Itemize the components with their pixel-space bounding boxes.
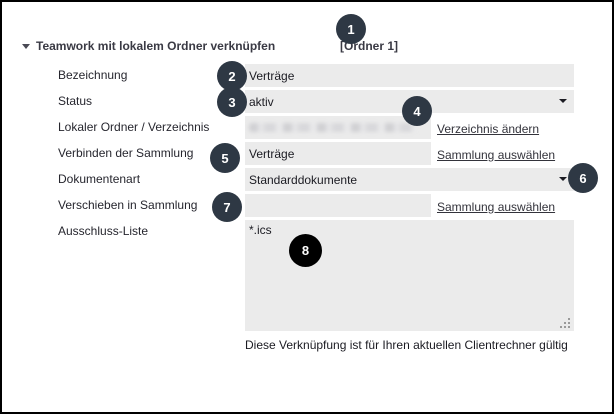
verzeichnis-aendern-link[interactable]: Verzeichnis ändern [437, 122, 540, 136]
hint-text: Diese Verknüpfung ist für Ihren aktuelle… [245, 338, 568, 352]
field-label-lokaler-ordner: Lokaler Ordner / Verzeichnis [58, 120, 210, 134]
collapse-triangle-icon[interactable] [22, 44, 30, 49]
annotation-badge-6: 6 [568, 163, 598, 193]
sammlung-auswaehlen-link-2[interactable]: Sammlung auswählen [437, 200, 556, 214]
sammlung-auswaehlen-link[interactable]: Sammlung auswählen [437, 148, 556, 162]
annotation-badge-2: 2 [217, 61, 247, 91]
resize-grip-icon[interactable] [560, 326, 562, 328]
dokumentenart-select[interactable]: Standarddokumente [245, 168, 574, 191]
field-label-verschieben-sammlung: Verschieben in Sammlung [58, 198, 198, 212]
redacted-path-smudge [249, 123, 417, 132]
annotation-badge-1: 1 [336, 14, 366, 44]
chevron-down-icon [559, 99, 567, 103]
bezeichnung-input[interactable] [245, 64, 574, 87]
field-label-dokumentenart: Dokumentenart [58, 172, 141, 186]
section-title: Teamwork mit lokalem Ordner verknüpfen [36, 39, 276, 53]
annotation-badge-4: 4 [402, 96, 432, 126]
verschieben-sammlung-input[interactable] [245, 194, 431, 217]
chevron-down-icon [559, 177, 567, 181]
field-label-verbinden-sammlung: Verbinden der Sammlung [58, 146, 194, 160]
verbinden-sammlung-input[interactable] [245, 142, 431, 165]
lokaler-ordner-input[interactable] [245, 116, 431, 139]
dokumentenart-select-value: Standarddokumente [249, 172, 358, 187]
annotation-badge-3: 3 [217, 87, 247, 117]
field-label-ausschluss-liste: Ausschluss-Liste [58, 224, 149, 238]
field-label-status: Status [58, 94, 93, 108]
annotation-badge-7: 7 [212, 192, 242, 222]
field-label-bezeichnung: Bezeichnung [58, 68, 128, 82]
annotation-badge-8: 8 [289, 234, 322, 267]
status-select-value: aktiv [249, 94, 274, 109]
annotation-badge-5: 5 [210, 143, 240, 173]
